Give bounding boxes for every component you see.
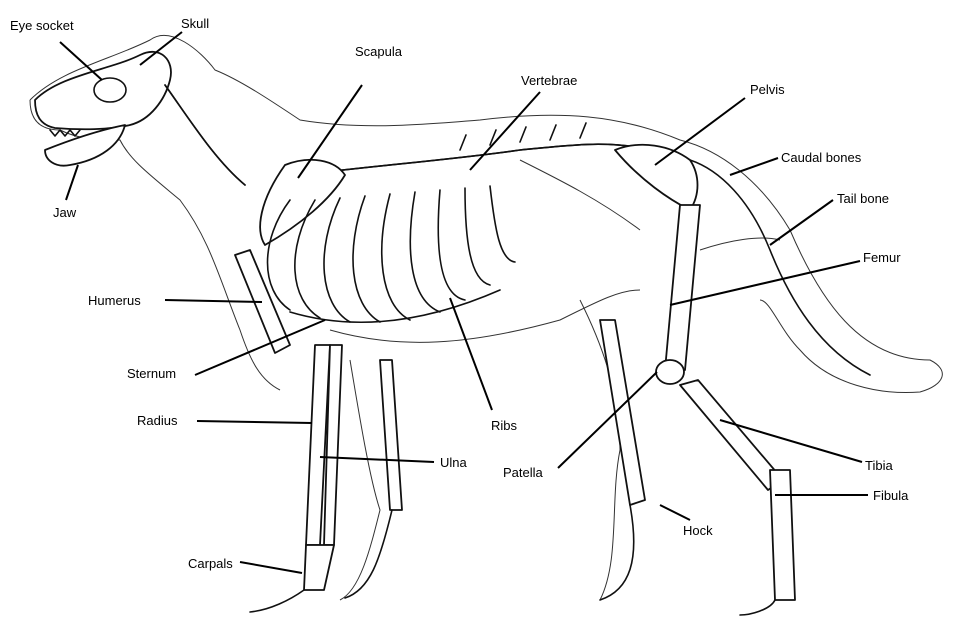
leader-pelvis [654, 97, 746, 166]
label-humerus: Humerus [88, 293, 141, 308]
labels: Eye socket Skull Scapula Vertebrae Pelvi… [10, 16, 909, 571]
leader-radius [196, 420, 313, 424]
leader-ulna [319, 456, 435, 463]
spine-drawing [164, 84, 651, 186]
label-tail-bone: Tail bone [837, 191, 889, 206]
label-pelvis: Pelvis [750, 82, 785, 97]
leader-skull [139, 31, 183, 66]
label-tibia: Tibia [865, 458, 893, 473]
label-hock: Hock [683, 523, 713, 538]
label-ribs: Ribs [491, 418, 518, 433]
leader-lines [59, 31, 868, 574]
leader-vertebrae [469, 91, 541, 171]
scapula-drawing [259, 158, 346, 246]
ribcage-drawing [266, 185, 516, 323]
label-radius: Radius [137, 413, 178, 428]
label-eye-socket: Eye socket [10, 18, 74, 33]
leader-caudal-bones [729, 157, 779, 176]
hind-leg-drawing [599, 204, 796, 616]
label-ulna: Ulna [440, 455, 468, 470]
leader-humerus [164, 299, 263, 303]
label-scapula: Scapula [355, 44, 403, 59]
skull-drawing [34, 50, 172, 167]
front-leg-drawing [234, 249, 403, 613]
leader-ribs [449, 297, 493, 411]
leader-eye-socket [59, 41, 103, 81]
label-carpals: Carpals [188, 556, 233, 571]
label-vertebrae: Vertebrae [521, 73, 577, 88]
label-fibula: Fibula [873, 488, 909, 503]
leader-sternum [194, 319, 326, 376]
leader-carpals [239, 561, 303, 574]
label-caudal-bones: Caudal bones [781, 150, 862, 165]
leader-hock [659, 504, 691, 521]
leader-tibia [719, 419, 863, 463]
leader-jaw [65, 164, 79, 201]
leader-femur [669, 260, 861, 306]
label-skull: Skull [181, 16, 209, 31]
label-patella: Patella [503, 465, 544, 480]
leader-tail-bone [769, 199, 834, 246]
leader-patella [557, 371, 658, 469]
label-sternum: Sternum [127, 366, 176, 381]
label-femur: Femur [863, 250, 901, 265]
label-jaw: Jaw [53, 205, 77, 220]
leader-scapula [297, 84, 363, 179]
pelvis-tail-drawing [614, 143, 871, 376]
